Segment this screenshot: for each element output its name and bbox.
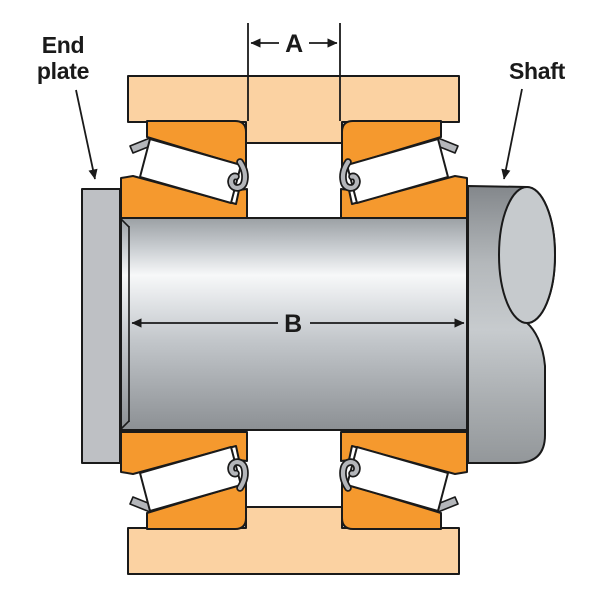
bearing-upper-right: [341, 121, 467, 218]
end-plate-leader-arrow: [75, 89, 98, 180]
shaft-chamfer-bottom: [120, 420, 130, 430]
end-plate-shape: [81, 188, 121, 464]
dimension-b: B: [131, 310, 465, 338]
bearing-lower-left: [121, 432, 247, 529]
dim-b-label: B: [284, 310, 302, 338]
bearing-upper-left: [121, 121, 247, 218]
end-plate-label-line2: plate: [37, 58, 89, 84]
dim-a-label: A: [285, 30, 303, 58]
dimension-a: A: [247, 23, 341, 121]
end-plate-callout: End plate: [37, 32, 98, 180]
shaft-chamfer-top: [120, 218, 130, 228]
shaft-body: [120, 217, 468, 431]
bearing-lower-right: [341, 432, 467, 529]
shaft-shoulder-break: [467, 185, 556, 464]
shaft-label: Shaft: [509, 58, 566, 84]
shaft-leader-arrow: [501, 88, 523, 180]
end-plate-label-line1: End: [42, 32, 85, 58]
shaft-end-face-ellipse: [498, 186, 556, 324]
shaft-cylinder: [120, 217, 468, 431]
shaft-callout: Shaft: [501, 58, 566, 180]
